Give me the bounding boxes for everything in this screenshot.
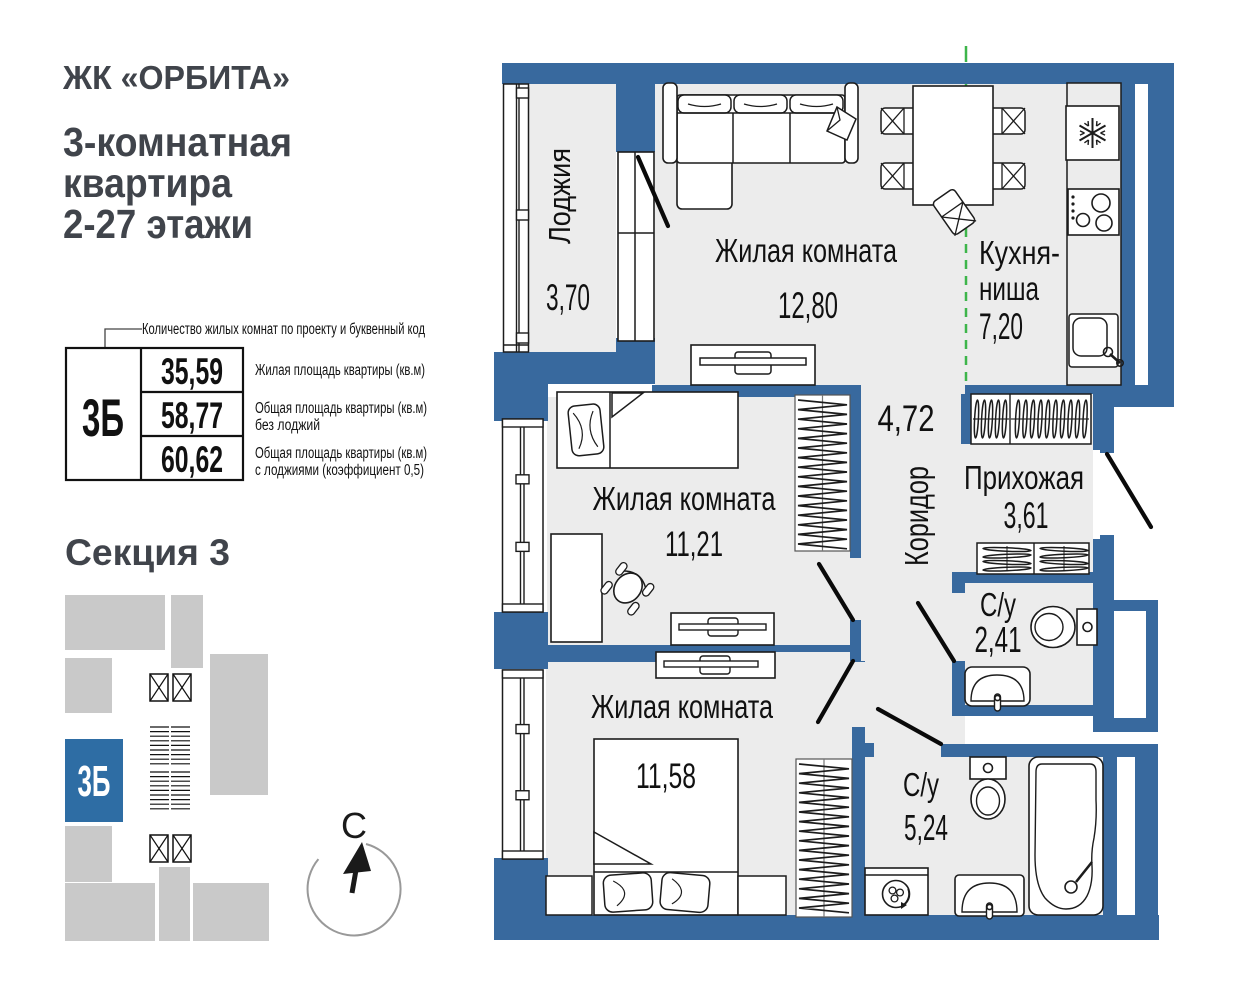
svg-text:3-комнатная: 3-комнатная <box>63 119 292 165</box>
svg-text:Лоджия: Лоджия <box>542 148 577 244</box>
svg-text:Прихожая: Прихожая <box>964 459 1084 496</box>
svg-text:3Б: 3Б <box>78 757 111 806</box>
svg-text:без лоджий: без лоджий <box>255 417 320 434</box>
svg-text:Коридор: Коридор <box>898 466 935 566</box>
svg-text:3,70: 3,70 <box>546 277 590 318</box>
svg-text:2,41: 2,41 <box>975 619 1022 660</box>
svg-text:35,59: 35,59 <box>161 351 223 392</box>
svg-text:11,58: 11,58 <box>636 757 696 796</box>
svg-text:58,77: 58,77 <box>161 395 223 436</box>
svg-text:12,80: 12,80 <box>778 285 838 326</box>
svg-text:Жилая комната: Жилая комната <box>593 480 776 517</box>
svg-text:3Б: 3Б <box>82 389 124 448</box>
svg-text:Общая площадь квартиры (кв.м): Общая площадь квартиры (кв.м) <box>255 400 427 417</box>
svg-text:3,61: 3,61 <box>1004 495 1049 536</box>
svg-text:С/у: С/у <box>903 766 939 803</box>
svg-text:Секция 3: Секция 3 <box>65 532 230 573</box>
svg-text:2-27 этажи: 2-27 этажи <box>63 201 253 247</box>
svg-text:7,20: 7,20 <box>979 306 1023 347</box>
svg-text:С: С <box>341 805 367 846</box>
svg-text:Жилая комната: Жилая комната <box>591 688 773 725</box>
svg-text:60,62: 60,62 <box>161 439 223 480</box>
svg-text:Жилая комната: Жилая комната <box>715 232 897 269</box>
svg-text:4,72: 4,72 <box>878 398 935 439</box>
svg-text:квартира: квартира <box>63 160 233 206</box>
svg-text:Количество жилых комнат по про: Количество жилых комнат по проекту и бук… <box>142 321 425 338</box>
svg-text:5,24: 5,24 <box>904 807 948 848</box>
svg-text:Кухня-: Кухня- <box>979 234 1060 271</box>
svg-text:ниша: ниша <box>979 270 1039 307</box>
svg-text:с лоджиями (коэффициент 0,5): с лоджиями (коэффициент 0,5) <box>255 462 424 479</box>
svg-text:С/у: С/у <box>980 586 1016 623</box>
svg-text:11,21: 11,21 <box>665 525 723 564</box>
svg-text:ЖК «ОРБИТА»: ЖК «ОРБИТА» <box>62 59 290 96</box>
svg-text:Общая площадь квартиры (кв.м): Общая площадь квартиры (кв.м) <box>255 445 427 462</box>
svg-text:Жилая площадь квартиры (кв.м): Жилая площадь квартиры (кв.м) <box>255 362 425 379</box>
